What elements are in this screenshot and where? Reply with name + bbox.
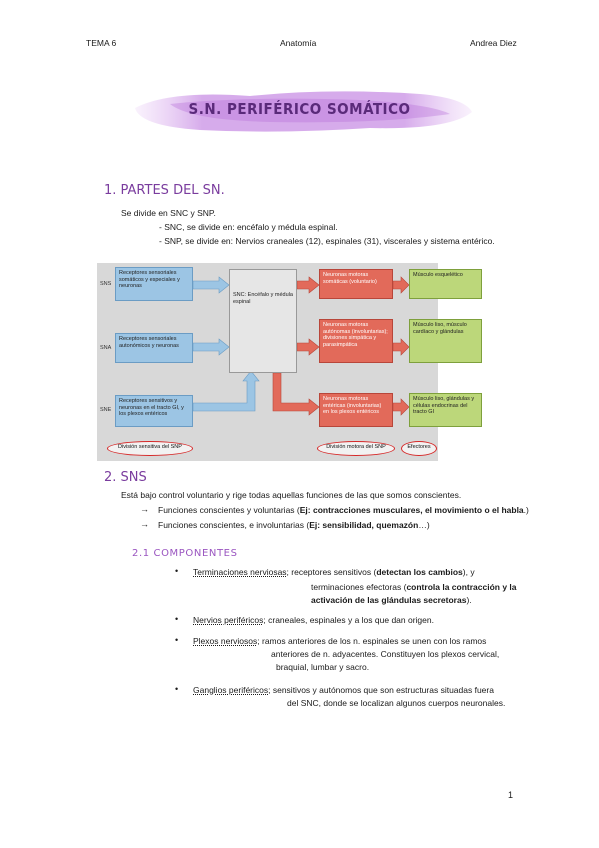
arrow-right-icon: → xyxy=(140,519,149,529)
bullet-icon: • xyxy=(175,566,179,576)
component-3-line1: Plexos nerviosos; ramos anteriores de lo… xyxy=(193,636,487,646)
effector-label-gi: Músculo liso, glándulas y células endocr… xyxy=(409,393,482,427)
component-1-line3: activación de las glándulas secretoras). xyxy=(311,595,472,605)
row-label-sna: SNA xyxy=(100,345,112,351)
motor-box-enteric: Neuronas motoras entéricas (involuntaria… xyxy=(319,393,393,427)
section2-heading: 2. SNS xyxy=(104,470,147,485)
section1-line3: - SNP, se divide en: Nervios craneales (… xyxy=(159,236,495,246)
component-3-line3: braquial, lumbar y sacro. xyxy=(276,662,370,672)
section2-intro: Está bajo control voluntario y rige toda… xyxy=(121,490,462,500)
component-2: Nervios periféricos; craneales, espinale… xyxy=(193,615,434,625)
section1-heading: 1. PARTES DEL SN. xyxy=(104,183,225,198)
page-number: 1 xyxy=(507,790,513,800)
section1-line1: Se divide en SNC y SNP. xyxy=(121,208,216,218)
effector-label-visceral: Músculo liso, músculo cardíaco y glándul… xyxy=(409,319,482,363)
effector-label-skeletal: Músculo esquelético xyxy=(409,269,482,299)
component-4-line2: del SNC, donde se localizan algunos cuer… xyxy=(287,698,506,708)
bullet-icon: • xyxy=(175,684,179,694)
receptor-box-sne: Receptores sensitivos y neuronas en el t… xyxy=(115,395,193,427)
header-center: Anatomía xyxy=(280,38,317,48)
section21-heading: 2.1 COMPONENTES xyxy=(132,548,238,559)
header-left: TEMA 6 xyxy=(86,38,117,48)
cns-box: SNC: Encéfalo y médula espinal xyxy=(229,269,297,373)
row-label-sne: SNE xyxy=(100,407,112,413)
oval-sensory-division: División sensitiva del SNP xyxy=(107,441,193,456)
section2-point2: Funciones conscientes, e involuntarias (… xyxy=(158,520,430,530)
motor-box-autonomic: Neuronas motoras autónomas (involuntaria… xyxy=(319,319,393,363)
bullet-icon: • xyxy=(175,635,179,645)
oval-motor-division: División motora del SNP xyxy=(317,441,395,456)
row-label-sns: SNS xyxy=(100,281,112,287)
header-right: Andrea Diez xyxy=(470,38,517,48)
component-4-line1: Ganglios periféricos; sensitivos y autón… xyxy=(193,685,494,695)
title-banner xyxy=(135,91,472,132)
section1-line2: - SNC, se divide en: encéfalo y médula e… xyxy=(159,222,338,232)
section2-point1: Funciones conscientes y voluntarias (Ej:… xyxy=(158,505,529,515)
receptor-box-sna: Receptores sensoriales autonómicos y neu… xyxy=(115,333,193,363)
page-title: S.N. PERIFÉRICO SOMÁTICO xyxy=(188,100,411,118)
oval-effectors: Efectores xyxy=(401,441,437,456)
diagram-arrows xyxy=(192,276,410,416)
receptor-box-sns: Receptores sensoriales somáticos y espec… xyxy=(115,267,193,301)
arrow-right-icon: → xyxy=(140,504,149,514)
bullet-icon: • xyxy=(175,614,179,624)
motor-box-somatic: Neuronas motoras somáticas (voluntario) xyxy=(319,269,393,299)
snp-diagram: SNS SNA SNE Receptores sensoriales somát… xyxy=(97,263,438,461)
component-3-line2: anteriores de n. adyacentes. Constituyen… xyxy=(271,649,500,659)
component-1-line1: Terminaciones nerviosas; receptores sens… xyxy=(193,567,475,577)
component-1-line2: terminaciones efectoras (controla la con… xyxy=(311,582,517,592)
